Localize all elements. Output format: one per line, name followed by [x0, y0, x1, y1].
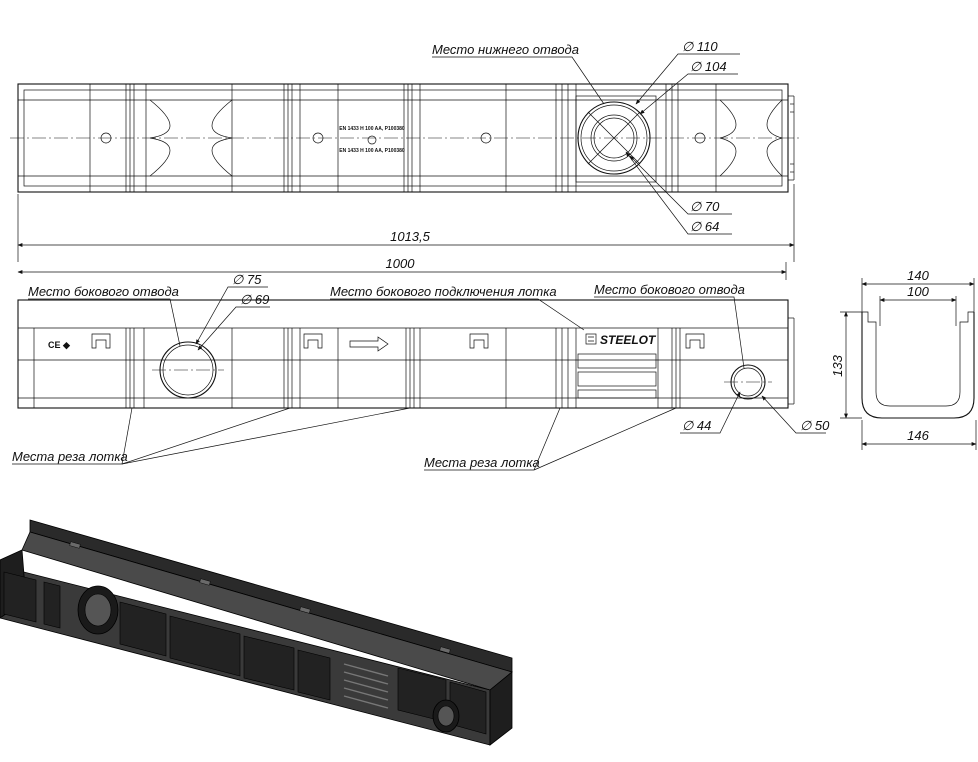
bottom-outlet-label: Место нижнего отвода	[432, 42, 579, 57]
cut-label-left: Места реза лотка	[12, 449, 128, 464]
dia-104-label: ∅ 104	[690, 59, 727, 74]
side-outlet-label-left: Место бокового отвода	[28, 284, 179, 299]
width-inner-dimension: 100	[907, 284, 929, 299]
top-view: EN 1433 H 100 AA, P100380 EN 1433 H 100 …	[10, 83, 800, 193]
base-width-dimension: 146	[907, 428, 929, 443]
stamp-line-1: EN 1433 H 100 AA, P100380	[339, 126, 405, 132]
bottom-outlet	[575, 95, 657, 183]
cut-label-right: Места реза лотка	[424, 455, 540, 470]
brand-logo-icon	[585, 333, 597, 345]
dia-70-label: ∅ 70	[690, 199, 720, 214]
dia-75-label: ∅ 75	[232, 272, 262, 287]
side-view: STEELOT	[17, 299, 795, 409]
flow-arrow-icon	[349, 336, 389, 352]
stamp-line-2: EN 1433 H 100 AA, P100380	[339, 148, 405, 154]
dia-69-label: ∅ 69	[240, 292, 269, 307]
brand-mark: STEELOT	[600, 333, 657, 347]
dia-110-label: ∅ 110	[682, 39, 718, 54]
dia-44-label: ∅ 44	[682, 418, 711, 433]
side-outlet-left	[152, 341, 224, 399]
cross-section	[840, 278, 977, 450]
height-dimension: 133	[830, 354, 845, 376]
body-length-dimension: 1000	[386, 256, 416, 271]
ce-mark-icon: CE ◆	[48, 340, 71, 350]
side-connection-label: Место бокового подключения лотка	[330, 284, 557, 299]
overall-length-dimension: 1013,5	[390, 229, 431, 244]
iso-product-view	[0, 519, 513, 746]
side-outlet-right	[724, 364, 772, 400]
width-outer-dimension: 140	[907, 268, 929, 283]
dia-50-label: ∅ 50	[800, 418, 830, 433]
length-dimensions	[17, 184, 795, 280]
side-outlet-label-right: Место бокового отвода	[594, 282, 745, 297]
dia-64-label: ∅ 64	[690, 219, 719, 234]
